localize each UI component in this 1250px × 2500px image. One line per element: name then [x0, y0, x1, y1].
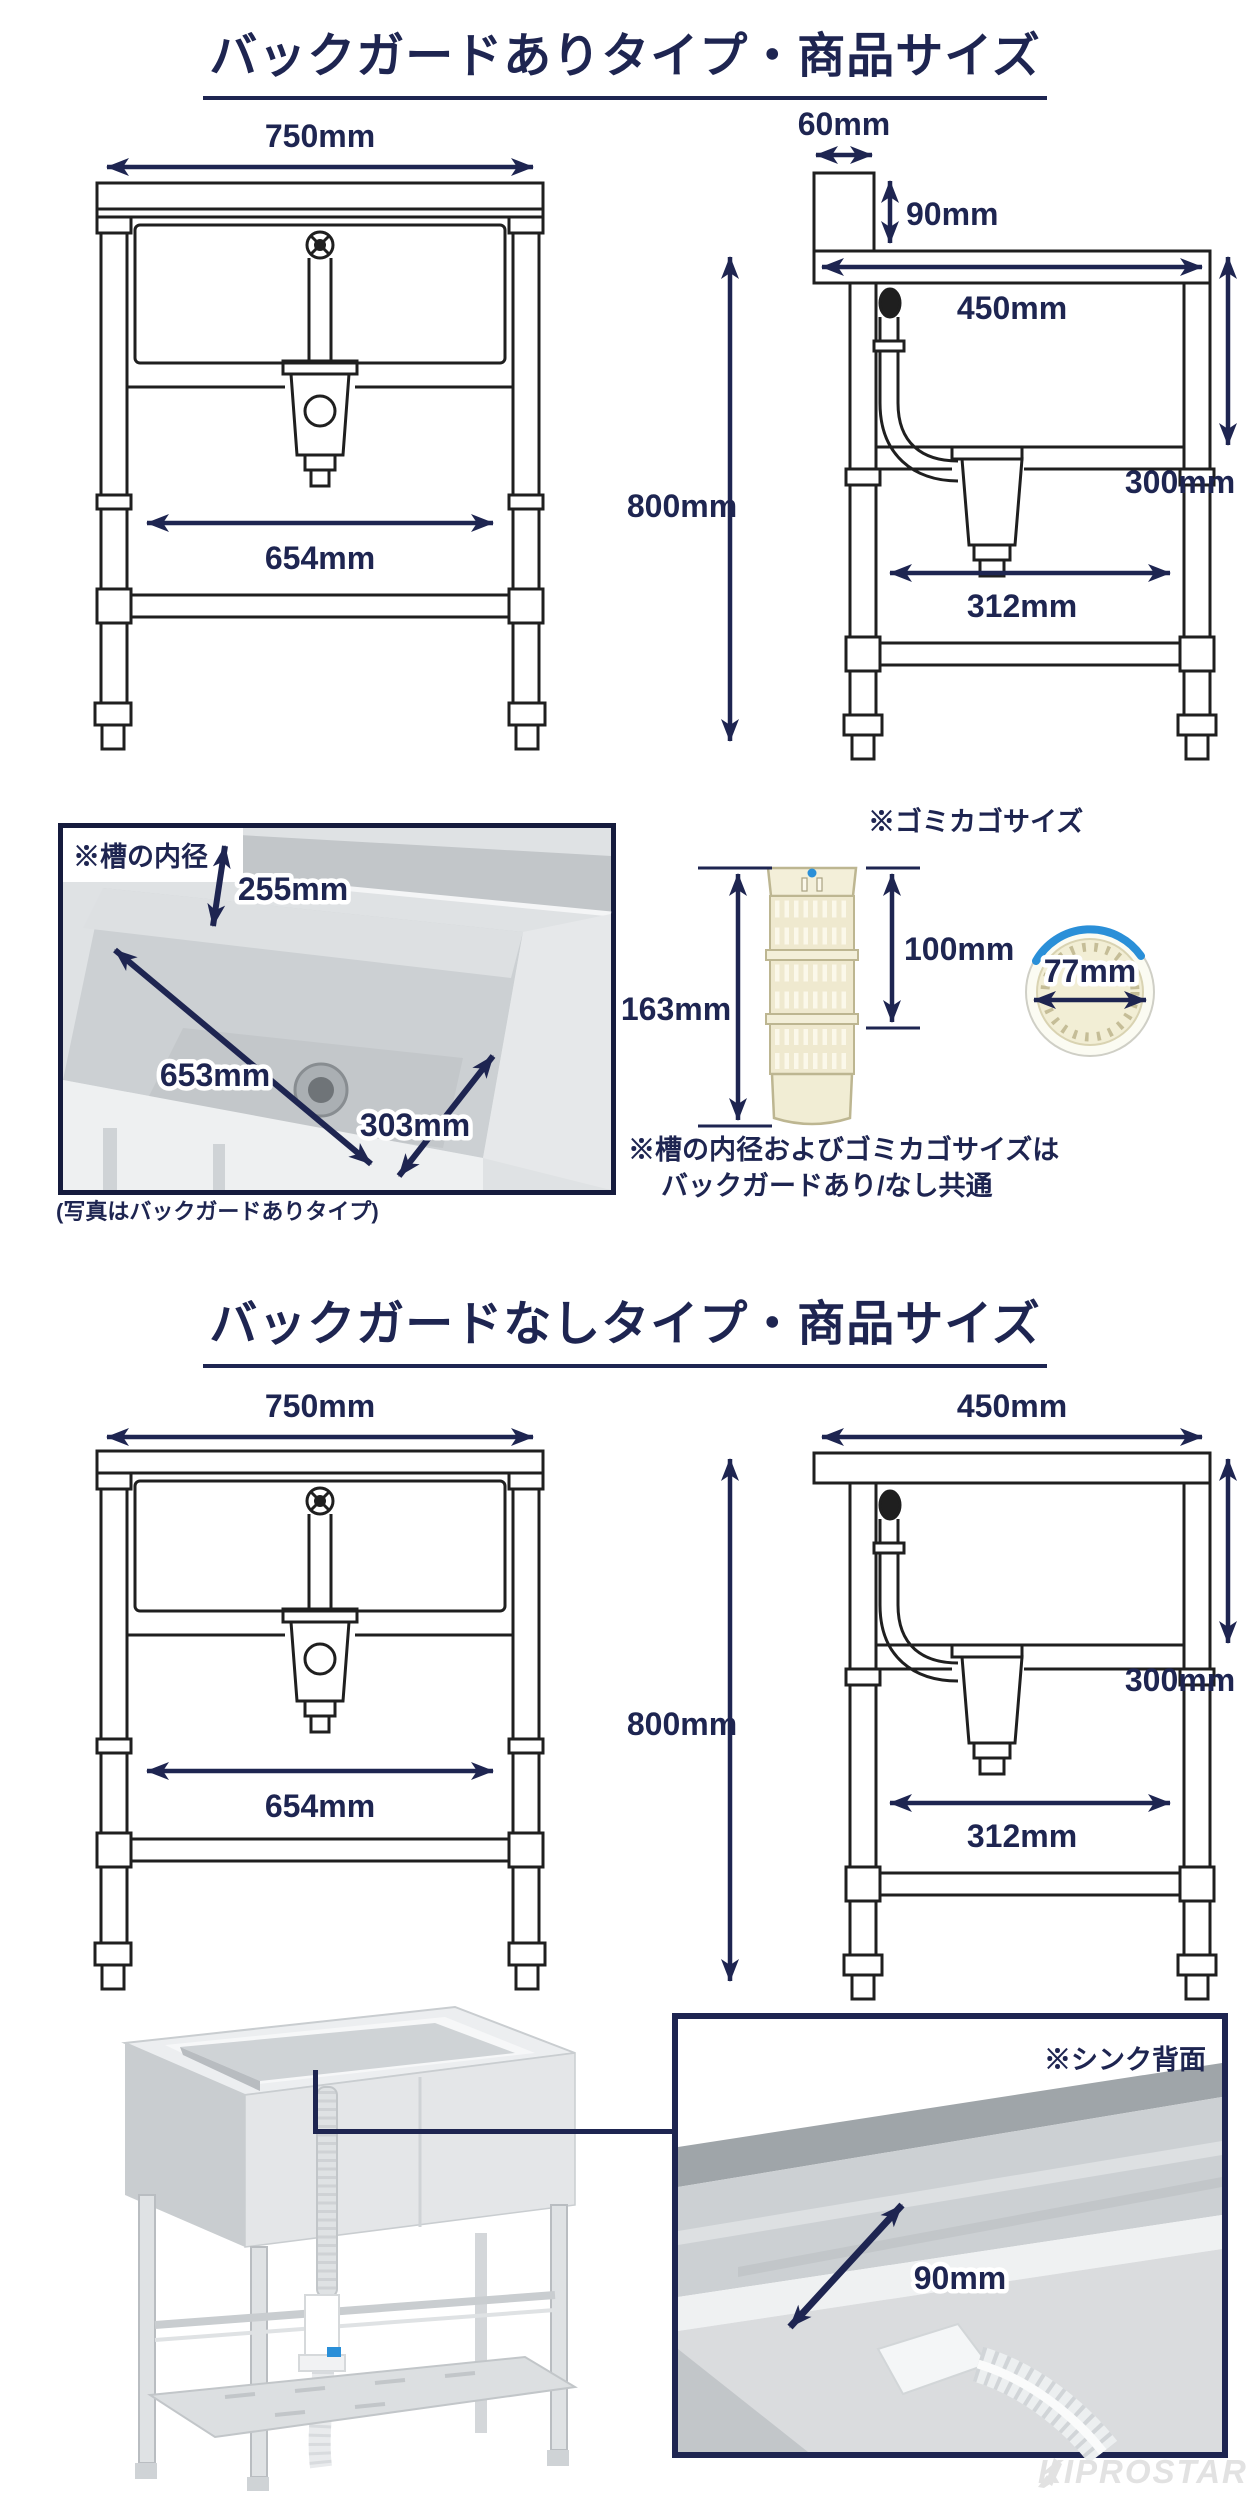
bowl-photo-overlay: ※槽の内径 255mm 653mm 303mm — [63, 828, 612, 1190]
section-a-title-row: バックガードありタイプ・商品サイズ — [0, 16, 1250, 100]
dim-bowl-front-inner: 303mm — [360, 1107, 470, 1143]
dim-bowl-width-inner: 653mm — [160, 1057, 270, 1093]
dim-basket-slit-height: 100mm — [904, 931, 1014, 967]
dim-inner-width-a-front: 654mm — [265, 540, 375, 576]
dim-inner-width-b-front: 654mm — [265, 1788, 375, 1824]
bowl-photo-caption: (写真はバックガードありタイプ) — [56, 1199, 379, 1224]
side-view-no-backguard-diagram: 450mm 800mm 300mm — [627, 1388, 1237, 2001]
dim-height-a: 800mm — [627, 488, 737, 524]
section-b-title: バックガードなしタイプ・商品サイズ — [203, 1284, 1047, 1368]
dim-arrow-653 — [113, 947, 373, 1167]
brand-watermark: KIPROSTAR ® — [1038, 2453, 1250, 2491]
dim-depth-b: 450mm — [957, 1388, 1067, 1424]
dim-height-b: 800mm — [627, 1706, 737, 1742]
dim-arrow-255 — [207, 845, 231, 927]
dim-bowl-depth-b: 300mm — [1125, 1662, 1235, 1698]
dim-guard-width: 60mm — [798, 106, 891, 142]
section-a-title: バックガードありタイプ・商品サイズ — [203, 16, 1047, 100]
sink-photo-art — [121, 2005, 578, 2491]
basket-title: ※ゴミカゴサイズ — [868, 807, 1084, 837]
dim-arrow-303 — [396, 1054, 496, 1178]
sink-logo-tag — [327, 2347, 341, 2357]
callout-connector-horizontal — [313, 2129, 672, 2134]
brand-name: KIPROSTAR — [1038, 2453, 1248, 2490]
kiprostar-logo-icon — [1038, 2458, 1062, 2488]
bowl-label: ※槽の内径 — [73, 842, 208, 872]
dim-leg-span-a: 312mm — [967, 588, 1077, 624]
sink-back-callout-photo: ※シンク背面 90mm — [672, 2013, 1228, 2464]
dim-depth-a: 450mm — [957, 290, 1067, 326]
callout-connector-vertical — [313, 2070, 318, 2134]
dim-bowl-depth-a: 300mm — [1125, 464, 1235, 500]
front-sink-linework — [93, 181, 547, 751]
front-sink-linework-b — [93, 1449, 547, 1991]
dim-basket-diameter: 77mm — [1044, 953, 1137, 989]
side-sink-linework-b — [812, 1451, 1218, 2001]
dim-width-a-front: 750mm — [265, 118, 375, 154]
dim-guard-height: 90mm — [906, 196, 999, 232]
sink-product-photo — [121, 2005, 578, 2491]
front-view-no-backguard-diagram: 750mm 654mm — [93, 1388, 547, 1991]
basket-note-line1: ※槽の内径およびゴミカゴサイズは — [628, 1135, 1060, 1165]
dim-width-b-front: 750mm — [265, 1388, 375, 1424]
basket-blue-rim — [1032, 925, 1145, 965]
basket-art — [765, 866, 859, 1126]
basket-top-view — [1025, 925, 1155, 1057]
dim-arrow-90-back — [787, 2202, 905, 2330]
dim-bowl-depth-inner: 255mm — [238, 871, 348, 907]
side-sink-linework — [812, 171, 1218, 761]
bowl-interior-photo: ※槽の内径 255mm 653mm 303mm — [58, 823, 616, 1195]
dim-leg-span-b: 312mm — [967, 1818, 1077, 1854]
basket-blue-dot — [807, 868, 817, 878]
side-view-backguard-diagram: 60mm 90mm 450mm — [627, 106, 1237, 761]
section-b-title-row: バックガードなしタイプ・商品サイズ — [0, 1284, 1250, 1368]
sink-back-art — [678, 2063, 1222, 2464]
basket-note-line2: バックガードあり/なし共通 — [661, 1171, 993, 1201]
sink-back-label: ※シンク背面 — [1044, 2045, 1206, 2075]
front-view-backguard-diagram: 750mm 654mm — [93, 118, 547, 751]
sink-back-overlay: ※シンク背面 90mm — [678, 2045, 1222, 2464]
dim-basket-height: 163mm — [621, 991, 731, 1027]
dim-back-clearance: 90mm — [914, 2260, 1007, 2296]
basket-diagram: 163mm 100mm 77mm — [621, 866, 1155, 1128]
